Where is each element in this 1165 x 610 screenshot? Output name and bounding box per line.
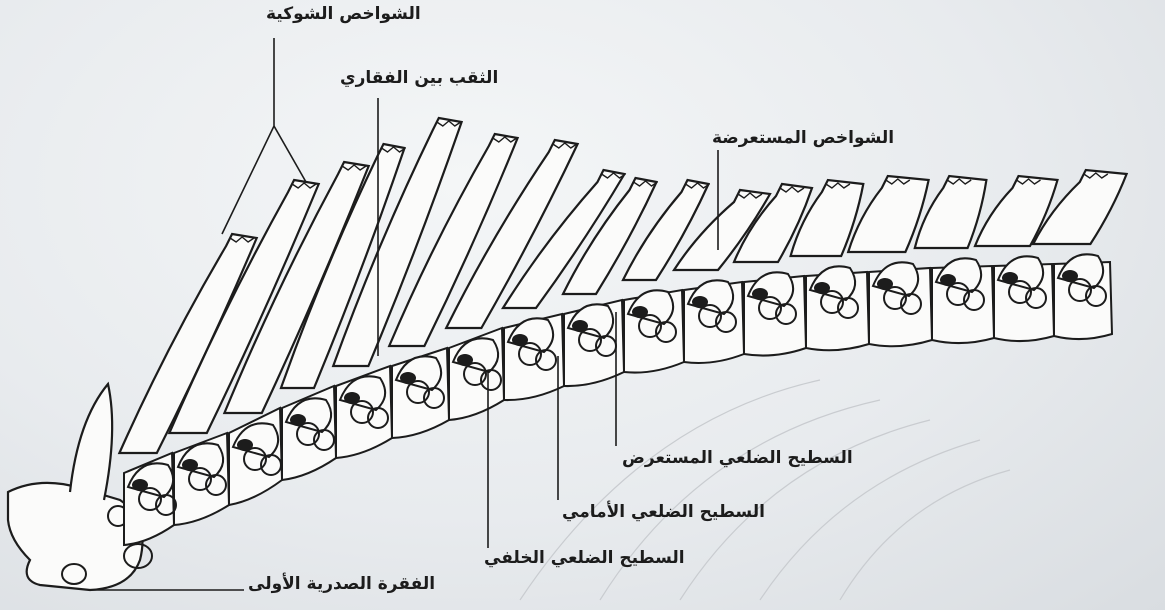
dark-shadow-mark	[512, 334, 528, 346]
dark-shadow-mark	[182, 459, 198, 471]
dark-shadow-mark	[457, 354, 473, 366]
dark-shadow-mark	[692, 296, 708, 308]
label-transverse-processes: الشواخص المستعرضة	[712, 128, 894, 148]
leader-line	[222, 38, 274, 234]
first-vertebra-body	[8, 483, 143, 590]
rib-ghost-line	[840, 470, 1010, 600]
leader-line	[274, 126, 306, 182]
dark-shadow-mark	[877, 278, 893, 290]
dark-shadow-mark	[572, 320, 588, 332]
dark-shadow-mark	[237, 439, 253, 451]
rib-ghost-line	[600, 400, 880, 600]
label-interspinous-space: الثقب بين الفقاري	[340, 68, 498, 88]
label-anterior-costal-facet: السطيح الضلعي الأمامي	[562, 502, 765, 522]
dark-shadow-mark	[1002, 272, 1018, 284]
label-spinous-processes: الشواخص الشوكية	[266, 4, 421, 24]
label-transverse-costal-facet: السطيح الضلعي المستعرض	[622, 448, 853, 468]
dark-shadow-mark	[132, 479, 148, 491]
dark-shadow-mark	[814, 282, 830, 294]
dark-shadow-mark	[940, 274, 956, 286]
label-first-thoracic-vertebra: الفقرة الصدرية الأولى	[248, 574, 435, 594]
dark-shadow-mark	[1062, 270, 1078, 282]
dark-shadow-mark	[344, 392, 360, 404]
dark-shadow-mark	[752, 288, 768, 300]
dark-shadow-mark	[632, 306, 648, 318]
dark-shadow-mark	[290, 414, 306, 426]
label-posterior-costal-facet: السطيح الضلعي الخلفي	[484, 548, 685, 568]
dark-shadow-mark	[400, 372, 416, 384]
first-spinous-process	[70, 384, 112, 500]
